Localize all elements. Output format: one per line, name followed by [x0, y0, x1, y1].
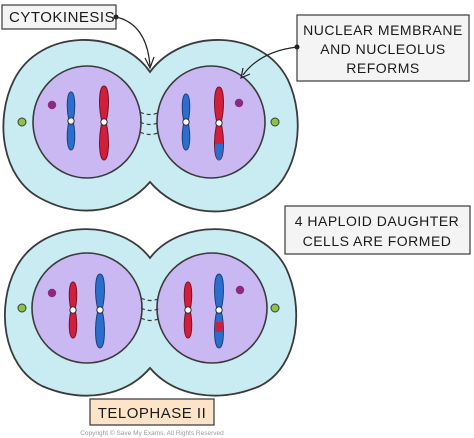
nuclear-label-line1: NUCLEAR MEMBRANE — [303, 22, 463, 38]
cytokinesis-box — [1, 4, 117, 30]
centromere — [184, 306, 192, 314]
stage-title: TELOPHASE II — [98, 405, 207, 422]
top-left-chromosomes — [47, 85, 109, 161]
nuclear-membrane-box — [296, 14, 470, 82]
cytokinesis-pointer — [115, 16, 151, 67]
bottom-dividing-cell — [4, 228, 298, 397]
bottom-left-chromosomes — [47, 273, 105, 349]
centromere — [69, 306, 77, 314]
copyright-text: Copyright © Save My Exams. All Rights Re… — [80, 429, 224, 437]
bottom-right-nucleus — [156, 252, 268, 364]
arrowhead — [144, 56, 155, 70]
nucleolus — [235, 285, 245, 295]
top-dividing-cell — [2, 39, 299, 213]
nucleolus — [234, 98, 244, 108]
nuclear-label-line3: REFORMS — [346, 60, 420, 76]
arrowhead — [240, 67, 251, 80]
centriole-left — [17, 303, 27, 313]
bottom-right-chromosomes — [183, 273, 245, 349]
crossover-segment — [215, 144, 223, 160]
centromere — [215, 119, 223, 127]
cytokinesis-callout: CYTOKINESIS — [1, 4, 155, 70]
top-spindle-fibres — [139, 111, 161, 136]
bottom-spindle-fibres — [140, 297, 161, 322]
top-right-chromosomes — [181, 86, 244, 161]
haploid-label-line1: 4 HAPLOID DAUGHTER — [295, 213, 460, 229]
haploid-box — [284, 205, 471, 255]
haploid-label-line2: CELLS ARE FORMED — [303, 233, 452, 249]
centromere — [100, 118, 108, 126]
cytokinesis-label: CYTOKINESIS — [9, 9, 115, 26]
crossover-segment — [215, 322, 223, 332]
centriole-right — [270, 303, 280, 313]
stage-label: TELOPHASE II — [89, 398, 215, 426]
centromere — [215, 306, 223, 314]
nuclear-pointer — [242, 46, 298, 76]
centriole-right — [270, 117, 280, 127]
stage-box — [89, 398, 215, 426]
top-left-nucleus — [32, 65, 142, 179]
haploid-callout: 4 HAPLOID DAUGHTER CELLS ARE FORMED — [284, 205, 471, 255]
centriole-left — [17, 117, 27, 127]
centromere — [96, 306, 104, 314]
bottom-left-nucleus — [31, 252, 143, 364]
centromere — [182, 118, 190, 126]
nuclear-label-line2: AND NUCLEOLUS — [320, 41, 446, 57]
nuclear-membrane-callout: NUCLEAR MEMBRANE AND NUCLEOLUS REFORMS — [240, 14, 470, 82]
top-right-nucleus — [156, 65, 266, 179]
centromere — [67, 117, 75, 125]
nucleolus — [47, 288, 57, 298]
nucleolus — [47, 100, 57, 110]
